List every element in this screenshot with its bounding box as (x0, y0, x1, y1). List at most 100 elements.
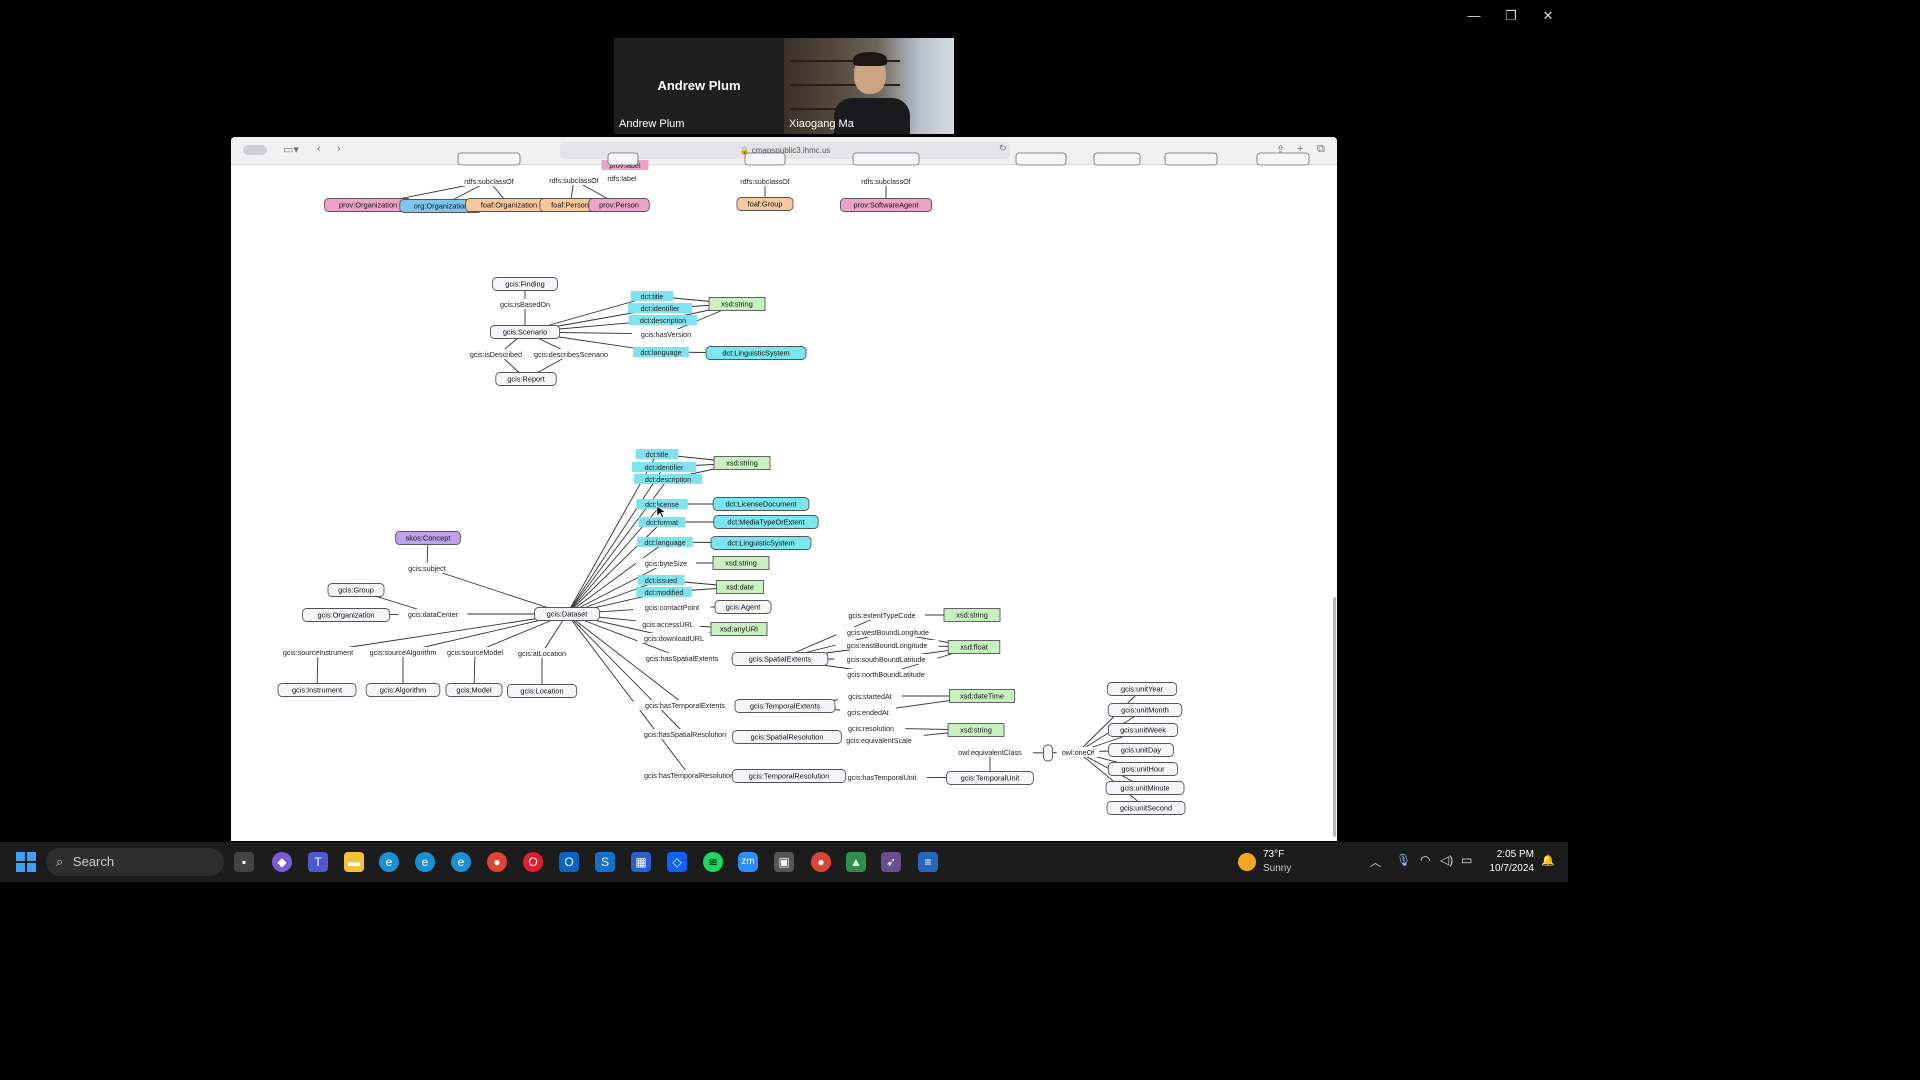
chart-app-icon[interactable]: ▲ (846, 852, 866, 872)
concept-node[interactable]: gcis:SpatialResolution (732, 730, 842, 744)
zoom-icon[interactable]: zm (738, 852, 758, 872)
link-label: gcis:downloadURL (637, 633, 711, 643)
concept-node[interactable]: dct:LicenseDocument (712, 497, 810, 511)
concept-node[interactable]: gcis:Location (506, 684, 578, 698)
spotify-icon[interactable]: ≋ (703, 852, 723, 872)
concept-node[interactable]: xsd:string (943, 608, 1001, 622)
link-label-text: gcis:startedAt (848, 692, 892, 701)
concept-node[interactable]: gcis:Organization (302, 608, 390, 622)
microphone-icon[interactable]: 🎙 (1396, 853, 1412, 867)
concept-node[interactable]: gcis:Model (445, 683, 503, 697)
scrollbar[interactable] (1333, 597, 1336, 837)
teams-icon[interactable]: T (308, 852, 328, 872)
concept-node[interactable]: skos:Concept (395, 531, 461, 545)
connector-line (566, 613, 683, 659)
concept-node-label: xsd:string (726, 459, 758, 468)
dropbox-icon[interactable]: ◇ (667, 852, 687, 872)
clock-date[interactable]: 10/7/2024 (1489, 863, 1535, 874)
participant-tile-andrew[interactable]: Andrew Plum Andrew Plum (614, 38, 784, 134)
concept-node-label: dct:MediaTypeOrExtent (727, 518, 804, 527)
volume-icon[interactable]: ◁) (1440, 853, 1454, 867)
concept-node[interactable]: gcis:Agent (714, 600, 772, 614)
taskbar-search[interactable]: ⌕ Search (46, 848, 224, 876)
concept-node[interactable]: gcis:unitHour (1107, 762, 1179, 776)
concept-node[interactable]: gcis:TemporalExtents (734, 699, 836, 713)
task-view-icon[interactable]: ▪ (234, 852, 254, 872)
link-label-text: gcis:eastBoundLongitude (847, 641, 928, 650)
restore-icon[interactable]: ❐ (1505, 8, 1517, 23)
reload-icon[interactable]: ↻ (999, 143, 1007, 153)
concept-node[interactable]: gcis:Report (495, 372, 557, 386)
back-icon[interactable]: ‹ (317, 143, 321, 155)
concept-node[interactable]: gcis:Instrument (277, 683, 357, 697)
share-icon[interactable]: ⇪ (1276, 144, 1286, 156)
battery-icon[interactable]: ▭ (1461, 853, 1473, 867)
link-label-bg (636, 587, 692, 597)
concept-node[interactable]: xsd:string (947, 723, 1005, 737)
wifi-icon[interactable]: ◠ (1420, 853, 1431, 867)
concept-node[interactable]: xsd:anyURI (710, 622, 768, 636)
concept-node[interactable]: gcis:unitMonth (1107, 703, 1183, 717)
concept-node[interactable]: gcis:SpatialExtents (731, 652, 829, 666)
cropped-concept-node (852, 152, 920, 166)
remote-desktop-icon[interactable]: ▣ (774, 852, 794, 872)
forward-icon[interactable]: › (337, 143, 341, 155)
concept-node[interactable]: gcis:Algorithm (365, 683, 441, 697)
concept-node[interactable]: foaf:Person (539, 198, 601, 212)
concept-node[interactable]: prov:Organization (324, 198, 412, 212)
concept-node[interactable] (1043, 744, 1053, 762)
concept-node[interactable]: xsd:string (713, 456, 771, 470)
opera-icon[interactable]: O (523, 852, 543, 872)
windows-start-icon[interactable] (16, 852, 36, 872)
tabs-overview-icon[interactable]: ⧉ (1317, 143, 1325, 155)
notifications-icon[interactable]: 🔔 (1541, 855, 1555, 867)
concept-node[interactable]: gcis:Scenario (489, 325, 561, 339)
concept-node[interactable]: gcis:unitWeek (1107, 723, 1179, 737)
tray-overflow-icon[interactable]: ︿ (1370, 857, 1381, 869)
concept-node[interactable]: gcis:unitSecond (1106, 801, 1186, 815)
concept-node[interactable]: gcis:unitMinute (1105, 781, 1185, 795)
outlook-icon[interactable]: O (559, 852, 579, 872)
concept-node[interactable]: gcis:unitYear (1106, 682, 1178, 696)
concept-node[interactable]: gcis:Finding (492, 277, 558, 291)
clock-time[interactable]: 2:05 PM (1496, 849, 1534, 860)
concept-node[interactable]: gcis:Group (327, 583, 385, 597)
link-label-bg (270, 647, 366, 657)
concept-node[interactable]: dct:LinguisticSystem (705, 346, 807, 360)
minimize-icon[interactable]: — (1467, 8, 1481, 23)
chrome-icon[interactable]: ● (487, 852, 507, 872)
concept-node[interactable]: xsd:string (712, 556, 770, 570)
concept-node[interactable]: gcis:Dataset (534, 607, 600, 621)
person-body (834, 98, 910, 134)
notepad-icon[interactable]: ≡ (918, 852, 938, 872)
concept-node[interactable]: gcis:TemporalResolution (731, 769, 847, 783)
edge-dev-icon[interactable]: e (451, 852, 471, 872)
concept-node[interactable]: foaf:Group (736, 197, 794, 211)
concept-node[interactable]: xsd:dateTime (949, 689, 1015, 703)
participant-video-xiaogang[interactable]: Xiaogang Ma (784, 38, 954, 134)
concept-node[interactable]: dct:MediaTypeOrExtent (713, 515, 819, 529)
app-arrow-icon[interactable]: ➶ (881, 852, 901, 872)
traffic-lights-icon[interactable] (243, 145, 267, 155)
concept-node[interactable]: xsd:float (947, 640, 1001, 654)
shared-browser-window: ▭▾ ‹ › 🔒 cmapspublic3.ihmc.us ↻ ⇪ + ⧉ rd… (231, 137, 1337, 841)
app-s-icon[interactable]: S (595, 852, 615, 872)
concept-node[interactable]: xsd:date (715, 580, 765, 594)
concept-node-label: xsd:date (726, 583, 754, 592)
close-icon[interactable]: ✕ (1542, 8, 1554, 23)
store-icon[interactable]: ▦ (631, 852, 651, 872)
concept-node[interactable]: gcis:unitDay (1108, 743, 1174, 757)
concept-node[interactable]: prov:SoftwareAgent (839, 198, 933, 212)
concept-node[interactable]: dct:LinguisticSystem (710, 536, 812, 550)
new-tab-icon[interactable]: + (1297, 143, 1304, 155)
edge-beta-icon[interactable]: e (415, 852, 435, 872)
concept-node[interactable]: xsd:string (708, 297, 766, 311)
concept-node[interactable]: prov:Person (588, 198, 650, 212)
edge-icon[interactable]: e (379, 852, 399, 872)
copilot-icon[interactable]: ◆ (272, 852, 292, 872)
chrome-profile-icon[interactable]: ● (811, 852, 831, 872)
concept-node[interactable]: gcis:TemporalUnit (946, 771, 1034, 785)
file-explorer-icon[interactable]: ▬ (344, 852, 364, 872)
cropped-concept-node (1164, 152, 1218, 166)
sidebar-icon[interactable]: ▭▾ (283, 144, 299, 156)
